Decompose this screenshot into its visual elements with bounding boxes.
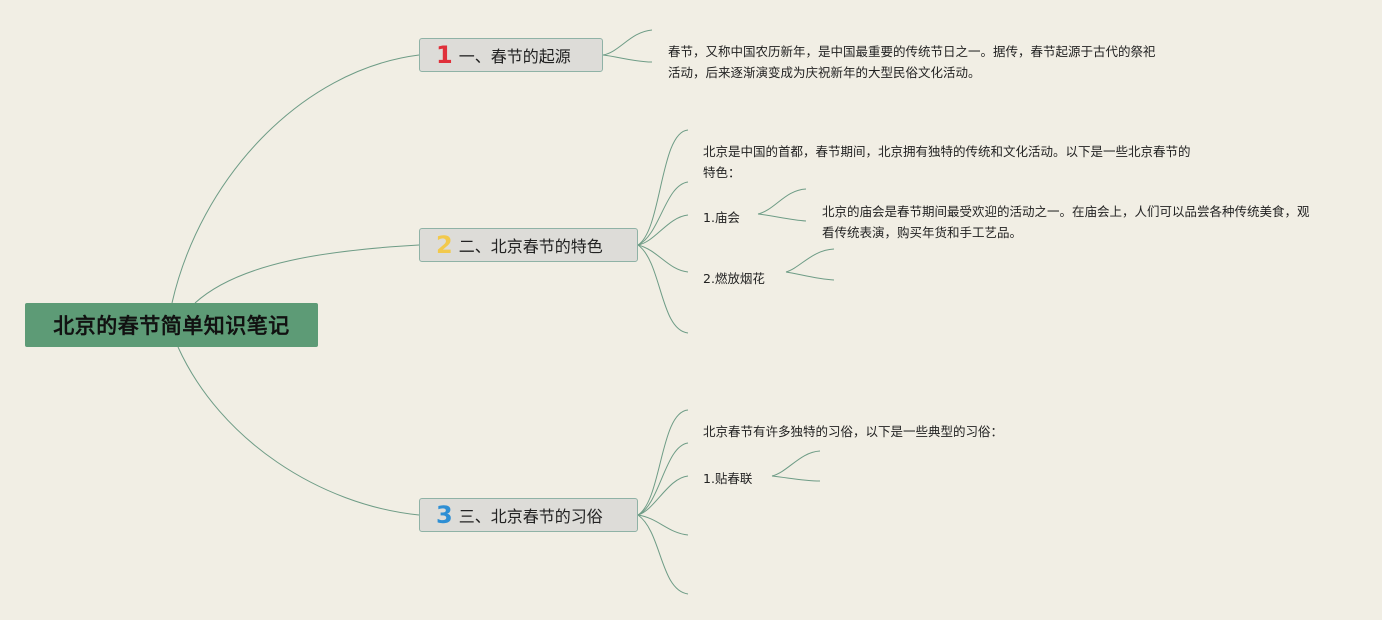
number-3-icon: 3 — [436, 501, 453, 529]
link-b2-c3 — [637, 214, 689, 246]
branch-label: 二、北京春节的特色 — [458, 237, 603, 256]
link-b3-c3 — [637, 475, 689, 516]
link-b3-c4 — [637, 514, 689, 536]
leaf-fireworks[interactable]: 2.燃放烟花 — [703, 271, 765, 286]
branch-label: 一、春节的起源 — [458, 47, 571, 66]
root-node[interactable]: 北京的春节简单知识笔记 — [25, 303, 318, 347]
number-2-icon: 2 — [436, 231, 453, 259]
link-b3-c5 — [637, 514, 689, 595]
link-root-branch-3 — [177, 346, 420, 516]
link-yanhua-a — [785, 248, 835, 273]
branch-node-origin[interactable]: 1 一、春节的起源 — [419, 38, 603, 72]
link-b2-c1 — [637, 129, 689, 246]
branch-node-customs[interactable]: 3 三、北京春节的习俗 — [419, 498, 638, 532]
link-root-branch-1 — [171, 54, 420, 304]
link-b2-c2 — [637, 181, 689, 246]
leaf-spring-couplets[interactable]: 1.贴春联 — [703, 471, 753, 486]
leaf-miaohui[interactable]: 1.庙会 — [703, 210, 740, 225]
note-customs[interactable]: 北京春节有许多独特的习俗，以下是一些典型的习俗： — [703, 424, 1004, 439]
link-b2-c4 — [637, 244, 689, 273]
link-b1-note — [602, 29, 653, 56]
link-chunlian-a — [771, 450, 821, 477]
note-features[interactable]: 北京是中国的首都，春节期间，北京拥有独特的传统和文化活动。以下是一些北京春节的特… — [703, 144, 1191, 180]
link-root-branch-2 — [194, 244, 420, 304]
link-b1-note-2 — [602, 54, 653, 63]
link-miaohui-b — [757, 213, 807, 222]
root-title: 北京的春节简单知识笔记 — [53, 314, 290, 338]
number-1-icon: 1 — [436, 41, 453, 69]
note-miaohui[interactable]: 北京的庙会是春节期间最受欢迎的活动之一。在庙会上，人们可以品尝各种传统美食，观看… — [822, 204, 1310, 240]
note-origin[interactable]: 春节，又称中国农历新年，是中国最重要的传统节日之一。据传，春节起源于古代的祭祀活… — [668, 44, 1156, 80]
link-b3-c1 — [637, 409, 689, 516]
link-b3-c2 — [637, 442, 689, 516]
link-miaohui-a — [757, 188, 807, 215]
link-yanhua-b — [785, 271, 835, 281]
link-b2-c5 — [637, 244, 689, 334]
link-chunlian-b — [771, 475, 821, 482]
branch-label: 三、北京春节的习俗 — [458, 507, 603, 526]
branch-node-features[interactable]: 2 二、北京春节的特色 — [419, 228, 638, 262]
